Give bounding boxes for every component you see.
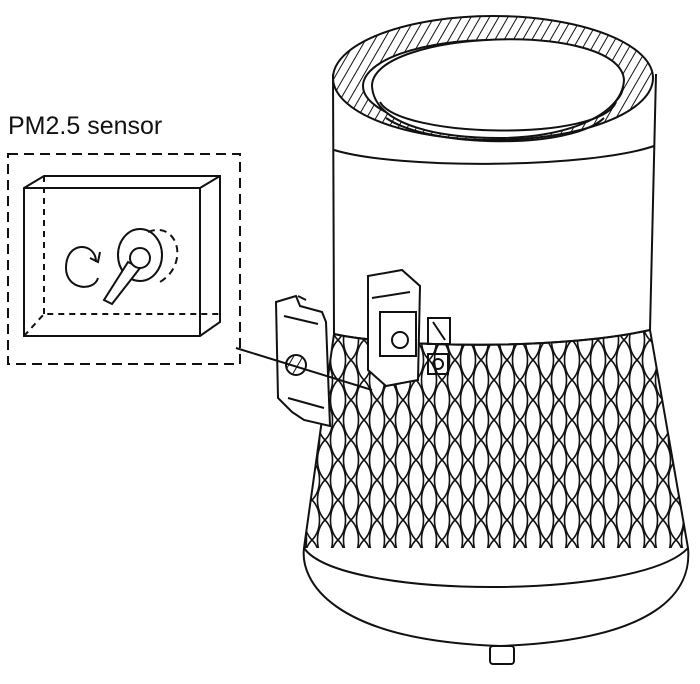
sensor-vent-icon	[285, 354, 307, 376]
sensor-callout-box	[7, 153, 241, 365]
sensor-lens-icon	[102, 228, 179, 306]
rotate-arrow-icon	[64, 246, 101, 288]
lower-mesh	[303, 329, 689, 586]
purifier-body	[302, 15, 690, 665]
top-cap	[370, 38, 626, 143]
base	[302, 547, 690, 665]
power-switch-icon	[427, 317, 451, 345]
sensor-housing	[367, 268, 422, 388]
cover-leader-line	[235, 347, 373, 391]
sensor-callout-label: PM2.5 sensor	[8, 112, 163, 140]
sensor-cover	[274, 294, 332, 428]
indicator-button-icon	[427, 353, 449, 375]
